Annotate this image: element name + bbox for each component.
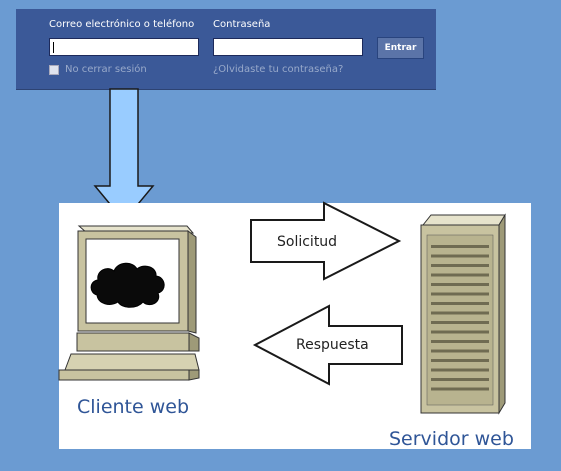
email-field[interactable] (49, 38, 199, 56)
login-button[interactable]: Entrar (377, 37, 424, 59)
server-tower-icon (420, 213, 506, 415)
server-vent-slot (431, 378, 489, 381)
server-vent-slot (431, 254, 489, 258)
text-caret (53, 42, 54, 53)
server-vent-slot (431, 359, 489, 362)
password-field[interactable] (213, 38, 363, 56)
server-vent-slot (431, 387, 489, 391)
server-vent-slot (431, 340, 489, 343)
client-label: Cliente web (77, 396, 189, 418)
response-label: Respuesta (296, 337, 369, 353)
server-vent-slot (431, 292, 489, 296)
server-label: Servidor web (389, 428, 514, 450)
server-vent-slot (431, 264, 489, 267)
server-vent-slot (431, 321, 489, 324)
request-arrow: Solicitud (250, 201, 402, 281)
server-vent-slot (431, 283, 489, 286)
remember-checkbox[interactable] (49, 65, 59, 75)
server-vent-slot (431, 273, 489, 277)
forgot-password-link[interactable]: ¿Olvidaste tu contraseña? (213, 64, 344, 75)
server-vent-slot (431, 311, 489, 315)
response-arrow: Respuesta (252, 304, 403, 386)
server-vent-slot (431, 330, 489, 334)
client-server-diagram: Cliente web Solicitud Respuesta Servidor… (58, 201, 531, 450)
password-label: Contraseña (213, 19, 271, 30)
server-vent-slot (431, 349, 489, 353)
email-label: Correo electrónico o teléfono (49, 19, 195, 30)
request-label: Solicitud (277, 234, 337, 250)
client-computer-icon (58, 225, 200, 381)
login-bar: Correo electrónico o teléfono Contraseña… (16, 9, 436, 90)
remember-label[interactable]: No cerrar sesión (65, 64, 147, 75)
server-vent-slot (431, 245, 489, 248)
server-vent-slot (431, 302, 489, 305)
server-vent-slot (431, 368, 489, 372)
